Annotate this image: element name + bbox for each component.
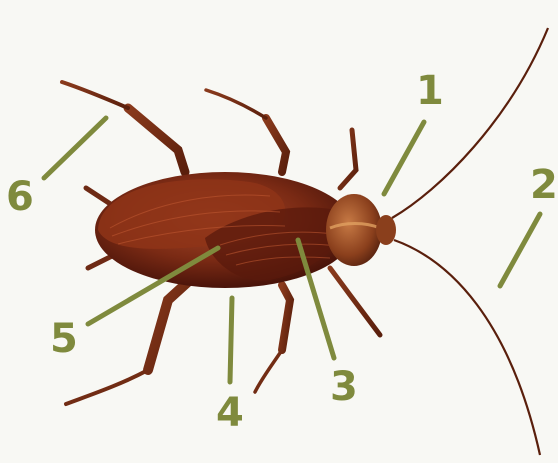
cercus-bottom xyxy=(88,256,112,268)
antenna-lower xyxy=(394,240,540,455)
leg-rear-top xyxy=(128,108,185,172)
head xyxy=(376,215,396,245)
callout-line-2 xyxy=(500,214,540,286)
leg-rear-bottom-tarsus xyxy=(66,370,148,404)
leg-mid-top xyxy=(266,118,286,172)
callout-number-5: 5 xyxy=(50,316,78,362)
leg-rear-bottom xyxy=(148,280,190,370)
leg-mid-bottom xyxy=(282,285,290,350)
callout-number-6: 6 xyxy=(6,174,34,220)
callout-line-4 xyxy=(230,298,232,382)
callout-number-4: 4 xyxy=(216,390,244,436)
cercus-top xyxy=(86,188,112,205)
leg-front-top xyxy=(340,130,356,188)
callout-number-2: 2 xyxy=(530,162,558,208)
antenna-upper xyxy=(392,28,548,218)
leg-rear-top-tarsus xyxy=(62,82,128,108)
callout-line-6 xyxy=(44,118,106,178)
callout-line-1 xyxy=(384,122,424,194)
pronotum xyxy=(326,194,382,266)
leg-front-bottom xyxy=(330,268,380,335)
leg-mid-top-tarsus xyxy=(206,90,266,118)
leg-mid-bottom-tarsus xyxy=(255,350,282,392)
callout-number-1: 1 xyxy=(416,68,444,114)
callout-number-3: 3 xyxy=(330,364,358,410)
